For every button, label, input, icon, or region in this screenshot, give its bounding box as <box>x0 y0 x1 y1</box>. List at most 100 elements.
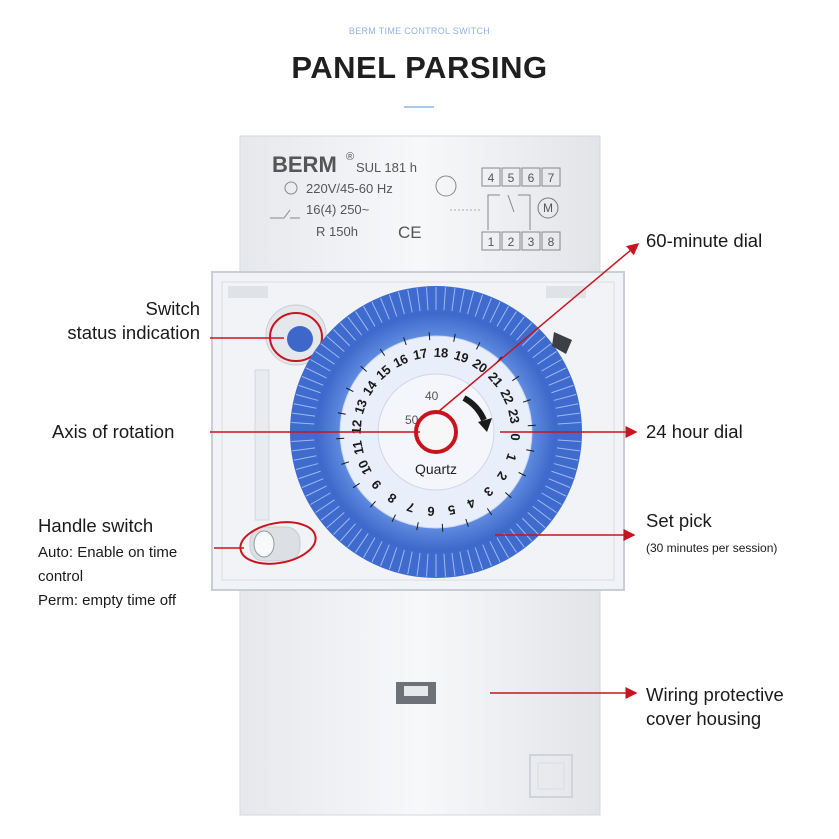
set-pick-segment <box>355 533 369 553</box>
terminal-number: 3 <box>528 235 535 249</box>
label-wiring-cover: Wiring protective cover housing <box>646 684 784 730</box>
set-pick-segment <box>553 393 577 401</box>
set-pick-segment <box>426 287 429 311</box>
hour-tick <box>512 375 520 382</box>
hour-number: 18 <box>433 345 448 361</box>
handle-switch-highlight-ring <box>239 521 317 565</box>
set-pick-segment <box>537 499 557 513</box>
hour-tick <box>352 482 360 489</box>
set-pick-segment <box>298 384 321 394</box>
set-pick-segment <box>333 329 351 347</box>
set-pick-segment <box>545 367 567 379</box>
label-set-pick: Set pick (30 minutes per session) <box>646 510 777 555</box>
set-pick-segment <box>347 316 363 336</box>
device-spec-voltage: 220V/45-60 Hz <box>306 181 393 196</box>
hour-number: 11 <box>349 439 366 455</box>
arrow-minute-dial <box>437 243 640 413</box>
set-pick-segment <box>380 544 390 567</box>
terminal-number: 4 <box>488 171 495 185</box>
motor-symbol-icon <box>537 197 559 219</box>
set-pick-segment <box>298 470 321 480</box>
rotation-direction-arrow <box>462 395 487 422</box>
terminal-number: 6 <box>528 171 535 185</box>
set-pick-segment <box>347 528 363 548</box>
hour-tick <box>428 332 431 341</box>
device-top-housing <box>239 135 601 277</box>
set-pick-segment <box>293 403 317 409</box>
hour-tick <box>391 514 396 523</box>
set-pick-segment <box>443 553 446 577</box>
set-pick-segment <box>301 478 324 488</box>
hour-tick <box>379 348 386 356</box>
hour-number: 16 <box>391 351 411 371</box>
device-brand: BERM <box>272 152 337 177</box>
hour-tick <box>336 437 345 440</box>
set-pick-segment <box>503 533 517 553</box>
set-pick-segment <box>295 393 319 401</box>
set-pick-segment <box>537 351 557 365</box>
hour-number: 6 <box>427 504 435 519</box>
set-pick-segment <box>532 343 552 359</box>
set-pick-segment <box>305 485 327 497</box>
set-pick-segment <box>556 447 580 452</box>
set-pick-segment <box>503 311 517 331</box>
set-pick-segment <box>371 301 383 323</box>
hour-tick <box>341 461 350 465</box>
set-pick-segment <box>545 485 567 497</box>
set-pick-segment <box>301 376 324 386</box>
hour-tick <box>403 337 407 346</box>
set-pick-segment <box>315 499 335 513</box>
hour-tick <box>345 387 354 392</box>
set-pick-segment <box>467 549 475 573</box>
set-pick-segment <box>315 351 335 365</box>
hour-tick <box>504 492 512 499</box>
hour-tick <box>416 522 419 531</box>
label-handle-auto-cont: control <box>38 568 84 585</box>
motor-symbol-text: M <box>543 201 553 215</box>
switch-status-knob <box>287 326 313 352</box>
label-switch-status: Switch status indication <box>67 298 200 344</box>
terminal-number: 2 <box>508 235 515 249</box>
wiring-schematic-icon <box>487 194 531 230</box>
set-pick-segment <box>388 547 398 570</box>
set-pick-segment <box>551 384 574 394</box>
minute-mark-50: 50 <box>405 413 419 427</box>
set-pick-segment <box>397 549 405 573</box>
label-handle-auto: Auto: Enable on time <box>38 544 178 561</box>
set-pick-segment <box>310 492 331 505</box>
label-minute-dial: 60-minute dial <box>646 230 763 251</box>
set-pick-segment <box>397 291 405 315</box>
label-axis: Axis of rotation <box>52 421 175 442</box>
terminal-box <box>481 231 501 251</box>
dial-clip <box>552 332 572 354</box>
set-pick-segment <box>516 523 532 542</box>
set-pick-segment <box>310 359 331 372</box>
hour-number: 1 <box>503 452 520 464</box>
hour-number: 22 <box>497 387 517 407</box>
hour-tick <box>476 341 481 350</box>
set-pick-segment <box>474 294 484 317</box>
set-pick-segment <box>443 287 446 311</box>
hour-number: 19 <box>452 347 470 366</box>
motor-small-icon <box>284 181 298 195</box>
label-wiring-line1: Wiring protective <box>646 684 784 705</box>
label-handle-switch: Handle switch Auto: Enable on time contr… <box>38 515 177 611</box>
set-pick-segment <box>320 505 340 521</box>
set-pick-segment <box>489 301 501 323</box>
label-hour-dial: 24 hour dial <box>646 421 743 442</box>
hour-tick <box>441 523 444 532</box>
hour-tick <box>522 399 531 403</box>
set-pick-segment <box>340 322 356 341</box>
dial-symbol-icon <box>435 175 457 197</box>
dial-segment-ticks <box>291 287 581 577</box>
set-pick-segment <box>355 311 369 331</box>
header-subtitle: BERM TIME CONTROL SWITCH <box>348 26 491 36</box>
set-pick-segment <box>516 322 532 341</box>
device-spec-rating: 16(4) 250~ <box>306 202 370 217</box>
housing-square-emboss <box>529 754 573 798</box>
device-model: SUL 181 h <box>356 160 417 175</box>
terminal-box <box>521 167 541 187</box>
hour-number: 7 <box>405 499 417 516</box>
